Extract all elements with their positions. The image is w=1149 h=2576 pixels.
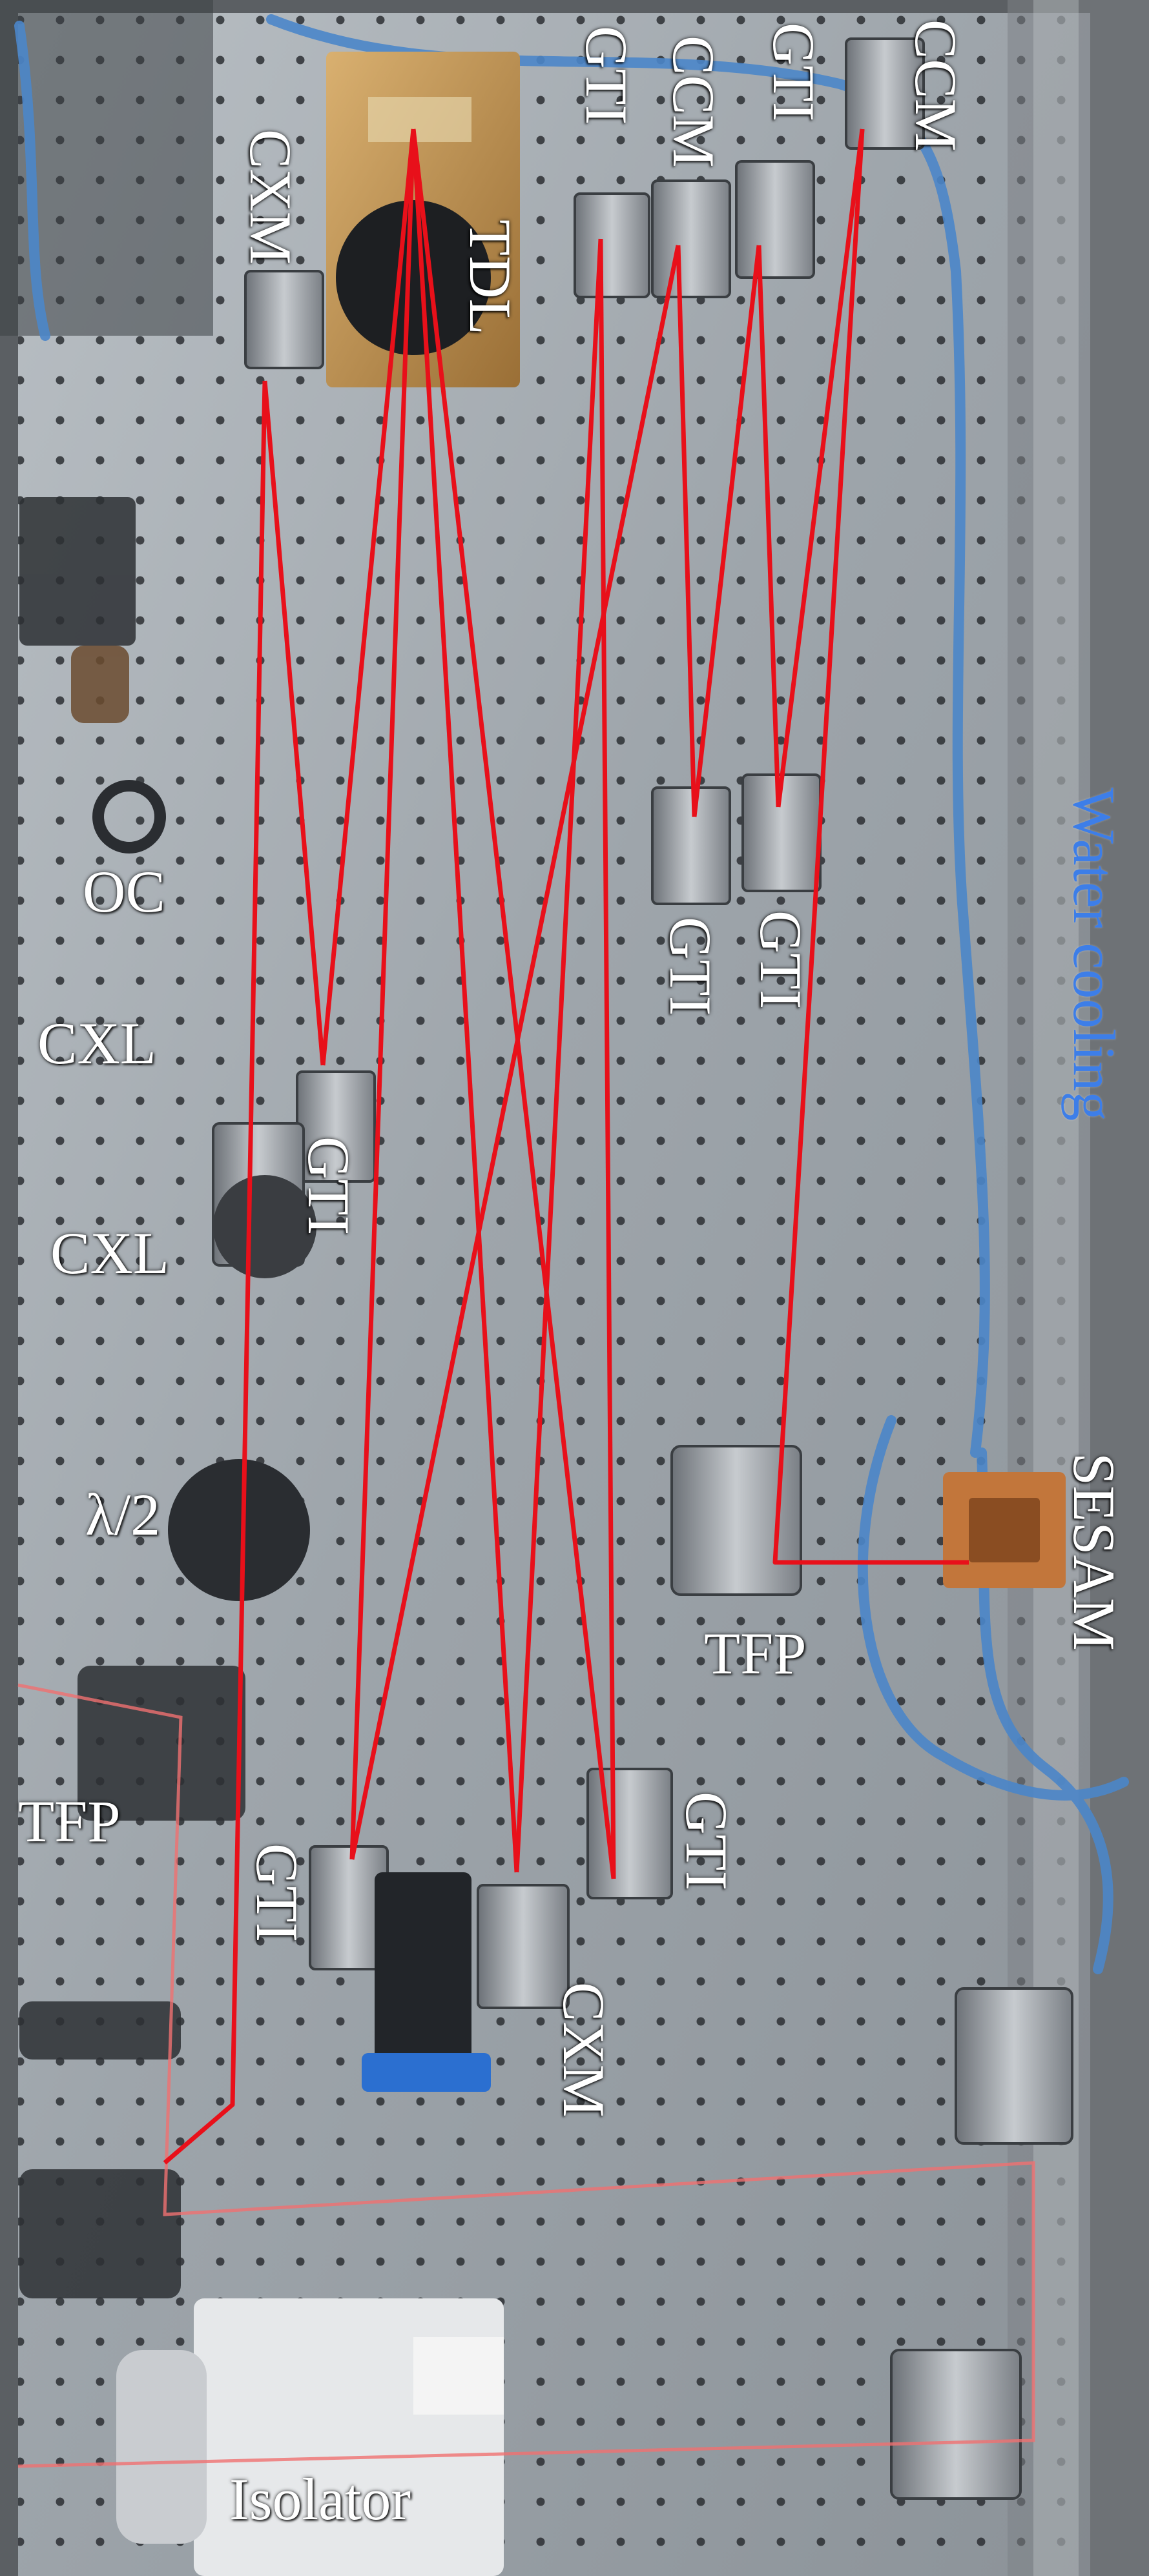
label-gti-left: GTI (296, 1136, 362, 1236)
label-sesam: SESAM (1061, 1453, 1127, 1651)
label-cxl-1: CXL (37, 1010, 156, 1076)
lens-cluster (92, 780, 491, 2092)
label-tfp-right: TFP (704, 1620, 807, 1686)
label-gti-mid-2: GTI (748, 910, 814, 1010)
sesam-mount (943, 1472, 1066, 1588)
isolator-body (116, 2298, 504, 2576)
isolator-path-outline (17, 1683, 1035, 2468)
label-half-wave: λ/2 (85, 1482, 161, 1548)
label-tdl: TDL (457, 220, 523, 335)
label-cxm-top: CXM (238, 129, 304, 265)
label-gti-top-right: GTI (761, 23, 827, 122)
label-gti-bottom-right: GTI (674, 1792, 740, 1891)
label-ccm-top-mid: CCM (661, 36, 727, 168)
label-ccm-top-right: CCM (903, 19, 969, 152)
label-isolator: Isolator (229, 2466, 411, 2532)
label-gti-mid-1: GTI (657, 917, 723, 1016)
label-gti-bottom-left: GTI (244, 1843, 310, 1943)
tdl-block (326, 52, 520, 387)
label-water-cooling: Water cooling (1061, 788, 1127, 1121)
label-cxm-bottom: CXM (551, 1982, 617, 2118)
label-cxl-2: CXL (50, 1220, 169, 1286)
label-gti-top-mid: GTI (574, 26, 639, 125)
beam-path (163, 128, 969, 2165)
label-tfp-left: TFP (18, 1788, 121, 1854)
label-oc: OC (83, 859, 165, 925)
